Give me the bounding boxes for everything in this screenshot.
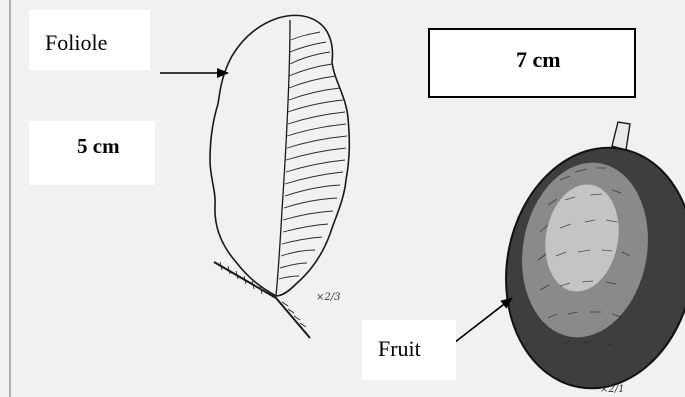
fruit-scale-note: ×2/1 [600,384,624,395]
scale-5cm-label: 5 cm [77,134,120,159]
scale-5cm-box: 5 cm [29,121,155,185]
leaf-scale-note: ×2/3 [316,292,340,303]
fruit-label-box: Fruit [362,320,456,380]
fruit-label: Fruit [378,336,421,362]
fruit-stalk [612,122,630,150]
foliole-label: Foliole [45,30,107,56]
scale-7cm-box: 7 cm [428,28,636,98]
foliole-label-box: Foliole [29,10,150,70]
fruit-drawing [487,122,685,397]
leaf-rachis [214,262,310,338]
leaf-midrib [276,20,290,296]
scale-7cm-label: 7 cm [516,47,561,73]
fruit-pointer-arrow [450,298,512,346]
leaf-drawing [210,15,349,338]
